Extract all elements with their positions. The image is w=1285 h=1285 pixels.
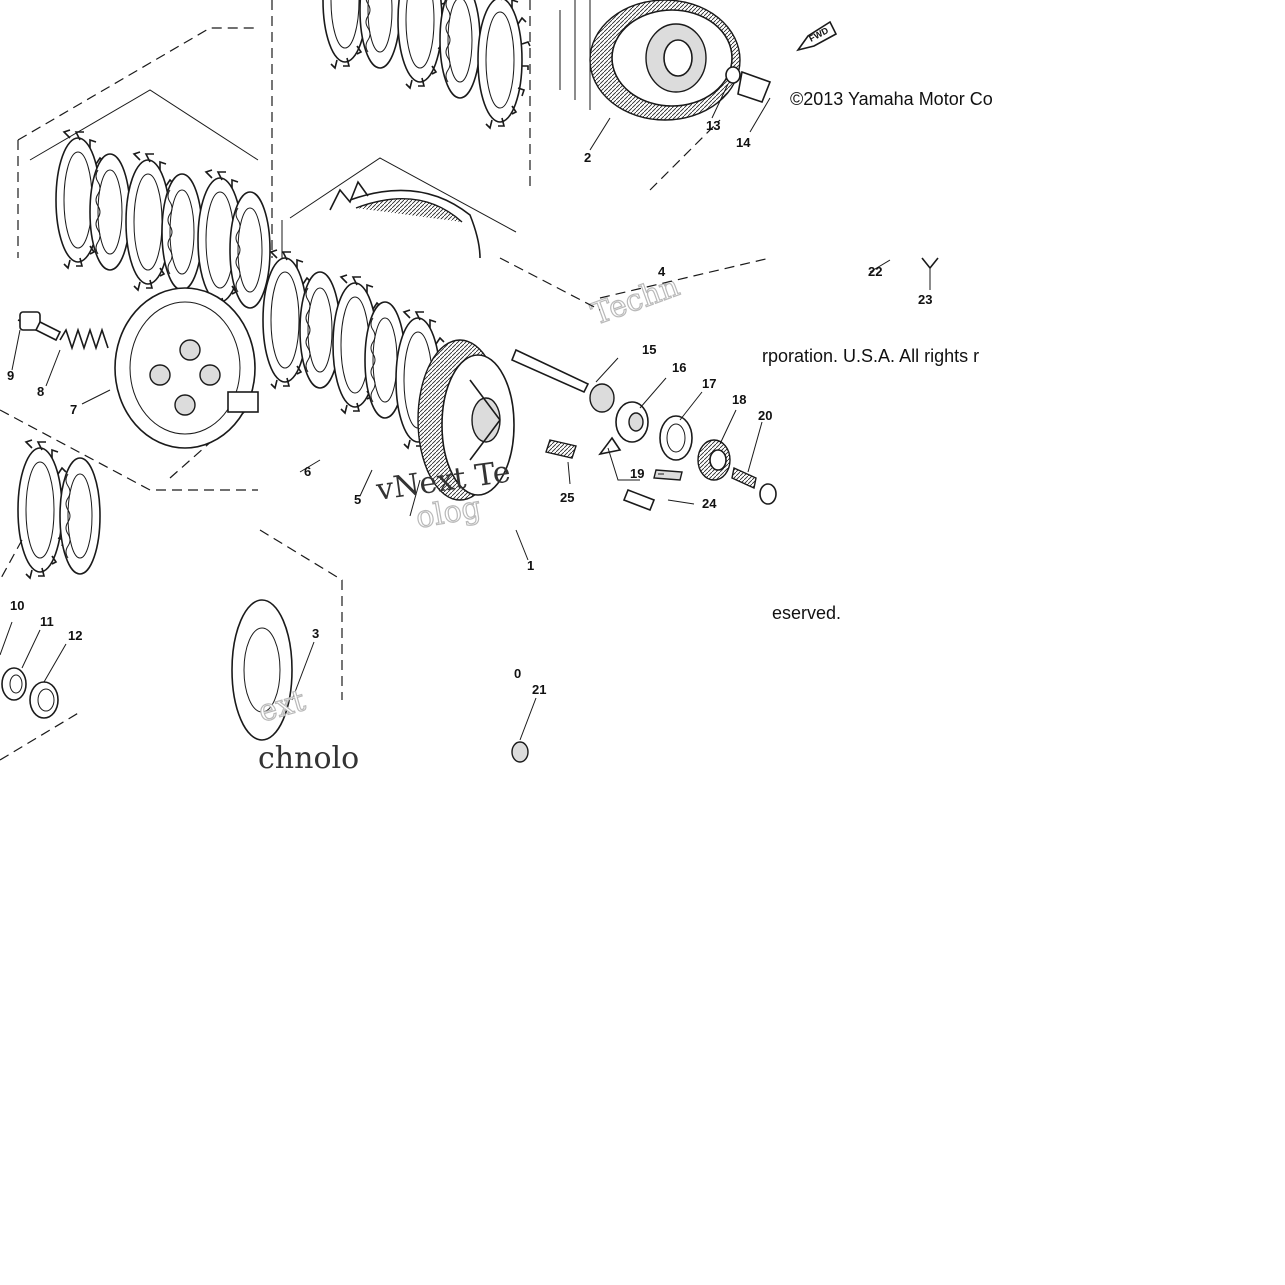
push-rod-short bbox=[737, 70, 772, 103]
callout-20: 20 bbox=[758, 408, 772, 423]
tile-nut bbox=[511, 529, 537, 763]
clutch-boss bbox=[417, 339, 515, 501]
small-screw bbox=[653, 469, 683, 481]
callout-labels: 1 2 3 4 5 6 7 8 9 10 11 12 13 14 15 16 1… bbox=[7, 118, 932, 697]
callout-7: 7 bbox=[70, 402, 77, 417]
copyright-line-3: eserved. bbox=[772, 603, 841, 623]
thrust-plate bbox=[231, 599, 293, 741]
tile-clutch-plates-stack bbox=[17, 27, 271, 309]
watermark-tile-d-lower: chnolo bbox=[258, 741, 359, 776]
callout-4: 4 bbox=[658, 264, 666, 279]
callout-10: 10 bbox=[10, 598, 24, 613]
callout-12: 12 bbox=[68, 628, 82, 643]
callout-20-partial: 0 bbox=[514, 666, 521, 681]
copyright-line-1: ©2013 Yamaha Motor Co bbox=[790, 89, 993, 109]
callout-21: 21 bbox=[532, 682, 546, 697]
callout-19: 19 bbox=[630, 466, 644, 481]
callout-18: 18 bbox=[732, 392, 746, 407]
callout-9: 9 bbox=[7, 368, 14, 383]
push-lever-assembly bbox=[598, 401, 649, 456]
spring bbox=[59, 327, 109, 351]
callout-23: 23 bbox=[918, 292, 932, 307]
callout-3: 3 bbox=[312, 626, 319, 641]
callout-1: 1 bbox=[527, 558, 534, 573]
callout-8: 8 bbox=[37, 384, 44, 399]
callout-15: 15 bbox=[642, 342, 656, 357]
tile-plates-and-housing bbox=[271, 0, 531, 259]
adjusting-screw bbox=[731, 466, 757, 490]
tile-pressure-plate bbox=[0, 287, 259, 579]
callout-14: 14 bbox=[736, 135, 751, 150]
callout-17: 17 bbox=[702, 376, 716, 391]
dowel-pin bbox=[622, 488, 656, 512]
adjuster bbox=[697, 439, 731, 481]
callout-11: 11 bbox=[40, 614, 54, 629]
tile-primary-driven-gear bbox=[529, 0, 772, 191]
tile-washers bbox=[0, 539, 81, 761]
spring-small bbox=[545, 439, 577, 459]
callout-16: 16 bbox=[672, 360, 686, 375]
tile-thrust-plate bbox=[231, 529, 343, 741]
tile-clutch-boss bbox=[262, 249, 515, 517]
copyright-line-2: rporation. U.S.A. All rights r bbox=[762, 346, 979, 366]
fwd-arrow: FWD bbox=[796, 20, 838, 52]
pressure-plate bbox=[114, 287, 256, 449]
push-rod bbox=[510, 348, 590, 394]
ball bbox=[725, 66, 741, 84]
tile-push-lever-parts bbox=[499, 257, 777, 512]
washer-11 bbox=[1, 667, 27, 701]
bearing bbox=[589, 383, 615, 413]
tile-small-parts bbox=[869, 257, 939, 290]
callout-25: 25 bbox=[560, 490, 574, 505]
bolt bbox=[19, 311, 41, 331]
lock-nut bbox=[511, 741, 529, 763]
callout-24: 24 bbox=[702, 496, 717, 511]
oil-seal bbox=[659, 415, 693, 461]
callout-13: 13 bbox=[706, 118, 720, 133]
callout-6: 6 bbox=[304, 464, 311, 479]
callout-2: 2 bbox=[584, 150, 591, 165]
callout-5: 5 bbox=[354, 492, 361, 507]
callout-22: 22 bbox=[868, 264, 882, 279]
